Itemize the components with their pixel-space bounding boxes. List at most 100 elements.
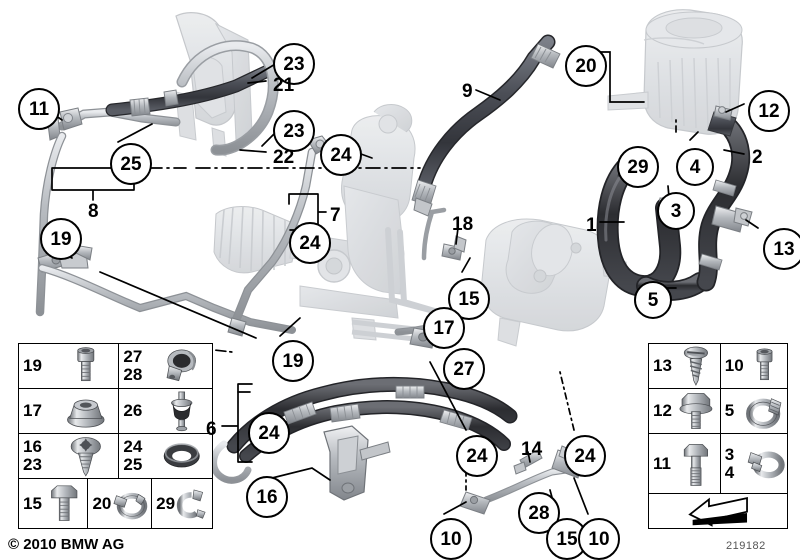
legend-cell-11[interactable]: 11: [649, 434, 721, 493]
legend-part-number: 16: [23, 437, 42, 457]
spring-band-hose-clamp-icon: [744, 434, 785, 493]
callout-24e[interactable]: 24: [564, 435, 606, 477]
rubber-mount-stud-icon: [153, 389, 210, 433]
ghost-fluid-reservoir: [607, 9, 743, 135]
callout-1[interactable]: 1: [586, 215, 597, 236]
legend-row: 15 20 29: [19, 479, 212, 528]
rubber-lined-p-clamp-icon: [153, 344, 210, 388]
open-spring-clip-icon: [173, 479, 210, 528]
legend-part-numbers: 26: [119, 402, 142, 420]
legend-part-number: 23: [23, 455, 42, 474]
callout-5[interactable]: 5: [634, 281, 672, 319]
hex-flange-bolt-icon: [674, 389, 718, 433]
callout-7[interactable]: 7: [330, 205, 341, 226]
flange-collar-nut-icon: [55, 389, 117, 433]
legend-cell-5[interactable]: 5: [721, 389, 787, 433]
bracket-18-15: [421, 207, 467, 261]
rigid-line-mid: [38, 264, 296, 334]
legend-cell-26[interactable]: 26: [119, 389, 212, 433]
legend-part-numbers: 15: [19, 493, 42, 513]
legend-cell-10[interactable]: 10: [721, 344, 787, 388]
legend-row: 13 10: [649, 344, 787, 389]
legend-cell-15[interactable]: 15: [19, 479, 89, 528]
legend-cell-19[interactable]: 19: [19, 344, 120, 388]
callout-15a[interactable]: 15: [448, 278, 490, 320]
copyright-notice: © 2010 BMW AG: [8, 536, 125, 553]
callout-4[interactable]: 4: [676, 148, 714, 186]
legend-row: 12 5: [649, 389, 787, 434]
spring-hose-clamp-icon: [110, 479, 149, 528]
o-ring-seal-icon: [153, 434, 210, 478]
callout-23b[interactable]: 23: [273, 110, 315, 152]
callout-12[interactable]: 12: [748, 90, 790, 132]
callout-25[interactable]: 25: [110, 143, 152, 185]
callout-17[interactable]: 17: [423, 307, 465, 349]
hose-assembly-8-return-line: [35, 40, 281, 317]
legend-part-number: 20: [92, 493, 112, 513]
callout-24c[interactable]: 24: [248, 412, 290, 454]
legend-part-numbers: 20: [88, 493, 112, 513]
direction-of-travel-arrow-icon: [655, 494, 782, 528]
callout-10b[interactable]: 10: [578, 518, 620, 560]
legend-part-number: 15: [23, 493, 42, 513]
callout-27a[interactable]: 27: [443, 348, 485, 390]
callout-24d[interactable]: 24: [456, 435, 498, 477]
callout-11[interactable]: 11: [18, 88, 60, 130]
callout-8[interactable]: 8: [88, 201, 99, 222]
worm-drive-hose-clamp-icon: [744, 389, 785, 433]
callout-2[interactable]: 2: [752, 147, 763, 168]
legend-part-number: 26: [123, 401, 143, 421]
legend-cell-13[interactable]: 13: [649, 344, 721, 388]
legend-part-number: 4: [724, 462, 735, 482]
callout-19b[interactable]: 19: [272, 340, 314, 382]
callout-18[interactable]: 18: [452, 214, 474, 235]
legend-part-number: 28: [123, 365, 143, 384]
callout-10a[interactable]: 10: [430, 518, 472, 560]
legend-cell-29[interactable]: 29: [152, 479, 212, 528]
callout-24a[interactable]: 24: [320, 134, 362, 176]
hose-assembly-2-feed: [696, 105, 753, 292]
callout-16[interactable]: 16: [246, 476, 288, 518]
callout-9[interactable]: 9: [462, 81, 473, 102]
callout-23a[interactable]: 23: [273, 43, 315, 85]
long-hex-head-bolt-icon: [674, 434, 718, 493]
legend-part-numbers: 13: [649, 357, 672, 375]
legend-part-number: 27: [123, 347, 143, 367]
legend-cell-17[interactable]: 17: [19, 389, 120, 433]
callout-29[interactable]: 29: [617, 146, 659, 188]
callout-3[interactable]: 3: [657, 192, 695, 230]
callout-14[interactable]: 14: [521, 439, 543, 460]
callout-13a[interactable]: 13: [763, 228, 800, 270]
legend-part-numbers: 11: [649, 453, 671, 473]
legend-cell-20[interactable]: 20: [88, 479, 153, 528]
legend-cell-direction-of-travel-arrow[interactable]: [649, 494, 787, 528]
callout-6[interactable]: 6: [206, 419, 217, 440]
fasteners-legend-right: 13 10: [648, 343, 788, 529]
callout-28[interactable]: 28: [518, 492, 560, 534]
legend-part-number: 29: [156, 493, 176, 513]
callout-19a[interactable]: 19: [40, 218, 82, 260]
legend-part-number: 19: [23, 356, 42, 376]
legend-cell-12[interactable]: 12: [649, 389, 721, 433]
legend-row: [649, 494, 787, 528]
legend-part-number: 11: [653, 453, 671, 473]
callout-21[interactable]: 21: [273, 75, 295, 96]
callout-20[interactable]: 20: [565, 45, 607, 87]
socket-head-cap-screw-icon: [55, 344, 117, 388]
callout-22[interactable]: 22: [273, 147, 295, 168]
callout-24b[interactable]: 24: [289, 222, 331, 264]
legend-row: 17 26: [19, 389, 212, 434]
